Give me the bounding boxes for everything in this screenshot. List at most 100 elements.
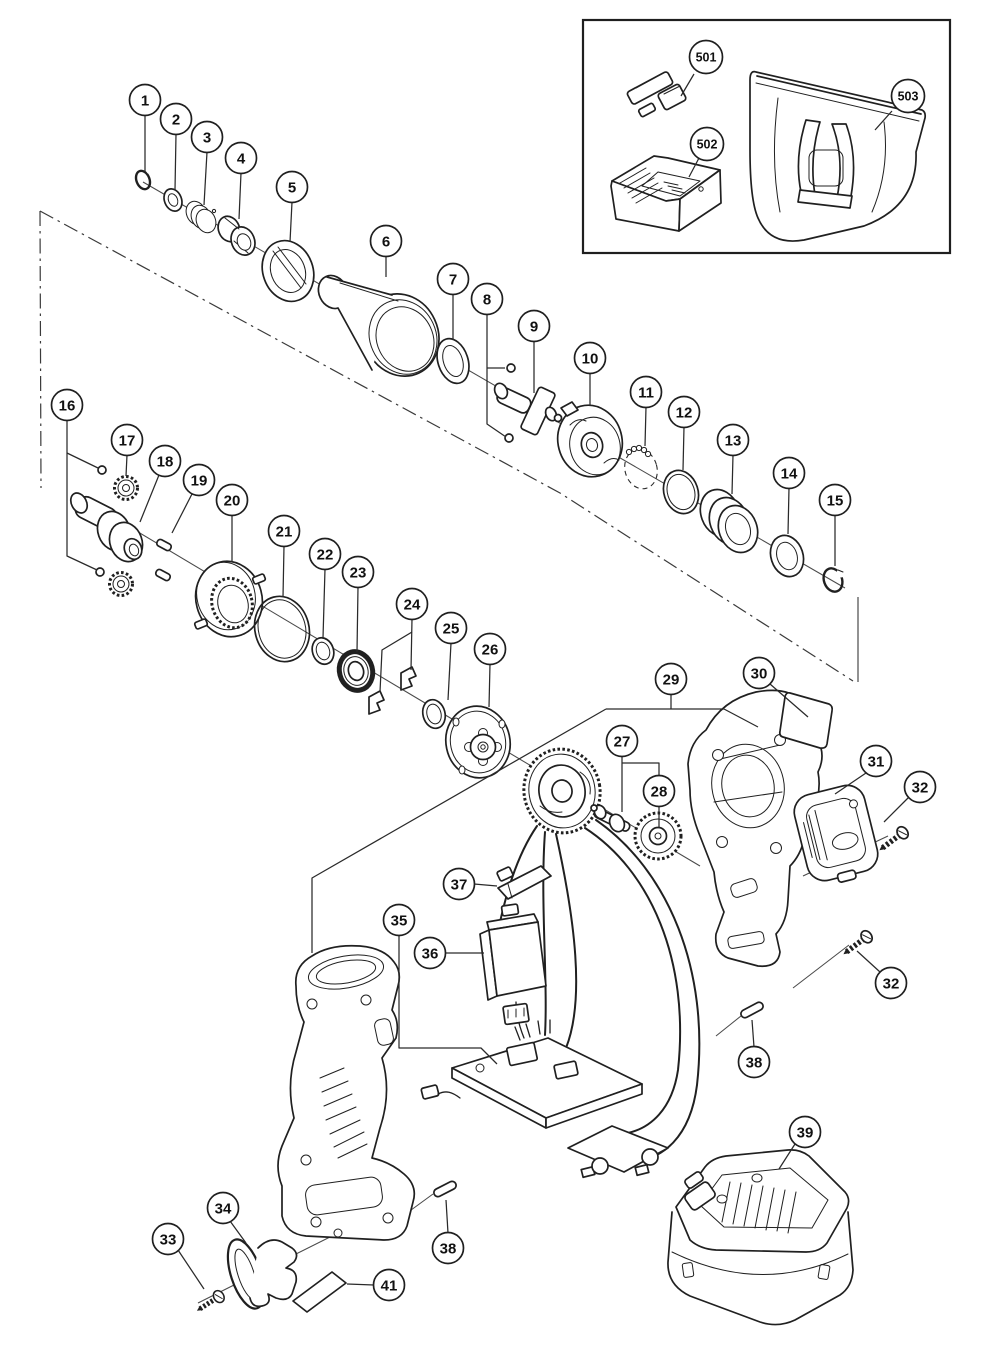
- balloon-circle[interactable]: [470, 282, 504, 316]
- callout-23[interactable]: 23: [341, 555, 375, 653]
- balloon-circle[interactable]: [859, 744, 893, 778]
- callout-18[interactable]: 18: [139, 444, 182, 523]
- part-ring-12: [662, 469, 700, 515]
- callout-15[interactable]: 15: [818, 483, 852, 567]
- balloon-number: 29: [663, 671, 680, 688]
- balloon-circle[interactable]: [151, 1222, 185, 1256]
- callout-2[interactable]: 2: [159, 102, 193, 191]
- callout-501[interactable]: 501: [680, 39, 724, 97]
- balloon-circle[interactable]: [772, 456, 806, 490]
- callout-33[interactable]: 33: [151, 1222, 205, 1290]
- balloon-circle[interactable]: [372, 1268, 406, 1302]
- balloon-number: 33: [160, 1231, 177, 1248]
- callout-26[interactable]: 26: [473, 632, 507, 708]
- balloon-circle[interactable]: [215, 483, 249, 517]
- balloon-circle[interactable]: [395, 587, 429, 621]
- callout-12[interactable]: 12: [667, 395, 701, 471]
- callout-30[interactable]: 30: [742, 656, 809, 718]
- balloon-circle[interactable]: [903, 770, 937, 804]
- callout-5[interactable]: 5: [275, 170, 309, 243]
- balloon-circle[interactable]: [605, 724, 639, 758]
- callout-24[interactable]: 24: [379, 587, 429, 693]
- callout-7[interactable]: 7: [436, 262, 470, 341]
- callout-503[interactable]: 503: [874, 78, 926, 131]
- callout-38[interactable]: 38: [737, 1019, 771, 1079]
- balloon-circle[interactable]: [224, 141, 258, 175]
- balloon-circle[interactable]: [890, 78, 926, 114]
- balloon-circle[interactable]: [190, 120, 224, 154]
- callout-16[interactable]: 16: [50, 388, 99, 571]
- callout-22[interactable]: 22: [308, 537, 342, 639]
- balloon-number: 11: [638, 384, 654, 401]
- balloon-circle[interactable]: [473, 632, 507, 666]
- callout-14[interactable]: 14: [772, 456, 806, 535]
- callout-9[interactable]: 9: [517, 309, 551, 394]
- balloon-circle[interactable]: [716, 423, 750, 457]
- balloon-circle[interactable]: [788, 1115, 822, 1149]
- balloon-circle[interactable]: [206, 1191, 240, 1225]
- callout-19[interactable]: 19: [171, 463, 216, 534]
- callout-4[interactable]: 4: [224, 141, 258, 220]
- callout-10[interactable]: 10: [573, 341, 607, 407]
- callout-34[interactable]: 34: [206, 1191, 247, 1244]
- balloon-circle[interactable]: [148, 444, 182, 478]
- callout-32[interactable]: 32: [856, 950, 908, 1000]
- part-screw-32-upper: [879, 825, 910, 851]
- balloon-circle[interactable]: [382, 903, 416, 937]
- balloon-circle[interactable]: [436, 262, 470, 296]
- callout-39[interactable]: 39: [778, 1115, 822, 1170]
- balloon-circle[interactable]: [688, 39, 724, 75]
- callout-36[interactable]: 36: [413, 936, 485, 970]
- balloon-circle[interactable]: [413, 936, 447, 970]
- balloon-circle[interactable]: [267, 514, 301, 548]
- callout-21[interactable]: 21: [267, 514, 301, 598]
- balloon-circle[interactable]: [442, 867, 476, 901]
- callout-13[interactable]: 13: [716, 423, 750, 495]
- balloon-circle[interactable]: [50, 388, 84, 422]
- callout-25[interactable]: 25: [434, 611, 468, 701]
- part-gear-28: [633, 811, 683, 861]
- balloon-circle[interactable]: [654, 662, 688, 696]
- callout-11[interactable]: 11: [629, 375, 663, 447]
- callout-27[interactable]: 27: [605, 724, 660, 813]
- balloon-circle[interactable]: [573, 341, 607, 375]
- balloon-circle[interactable]: [369, 224, 403, 258]
- callout-32[interactable]: 32: [883, 770, 937, 823]
- callout-41[interactable]: 41: [346, 1268, 406, 1302]
- balloon-circle[interactable]: [182, 463, 216, 497]
- balloon-circle[interactable]: [642, 774, 676, 808]
- balloon-circle[interactable]: [128, 83, 162, 117]
- balloon-circle[interactable]: [737, 1045, 771, 1079]
- callout-28[interactable]: 28: [642, 774, 676, 829]
- callout-38[interactable]: 38: [431, 1199, 465, 1265]
- callout-502[interactable]: 502: [688, 126, 725, 178]
- callout-20[interactable]: 20: [215, 483, 249, 563]
- callout-17[interactable]: 17: [110, 423, 144, 477]
- balloon-circle[interactable]: [517, 309, 551, 343]
- balloon-circle[interactable]: [434, 611, 468, 645]
- balloon-circle[interactable]: [689, 126, 725, 162]
- balloon-circle[interactable]: [341, 555, 375, 589]
- callout-31[interactable]: 31: [834, 744, 893, 795]
- callout-6[interactable]: 6: [369, 224, 403, 278]
- callout-35[interactable]: 35: [382, 903, 498, 1065]
- leader-line: [311, 708, 607, 953]
- callout-3[interactable]: 3: [190, 120, 224, 206]
- balloon-circle[interactable]: [308, 537, 342, 571]
- part-rear-cover-31: [793, 784, 879, 883]
- callout-1[interactable]: 1: [128, 83, 162, 173]
- callout-29[interactable]: 29: [311, 662, 759, 954]
- balloon-circle[interactable]: [431, 1231, 465, 1265]
- balloon-circle[interactable]: [818, 483, 852, 517]
- callout-37[interactable]: 37: [442, 867, 498, 901]
- balloon-circle[interactable]: [667, 395, 701, 429]
- balloon-circle[interactable]: [275, 170, 309, 204]
- balloon-circle[interactable]: [159, 102, 193, 136]
- callout-8[interactable]: 8: [470, 282, 507, 438]
- part-planet-gear-17-upper: [113, 475, 139, 501]
- balloon-circle[interactable]: [110, 423, 144, 457]
- leader-line: [856, 950, 881, 973]
- balloon-circle[interactable]: [742, 656, 776, 690]
- balloon-circle[interactable]: [874, 966, 908, 1000]
- balloon-circle[interactable]: [629, 375, 663, 409]
